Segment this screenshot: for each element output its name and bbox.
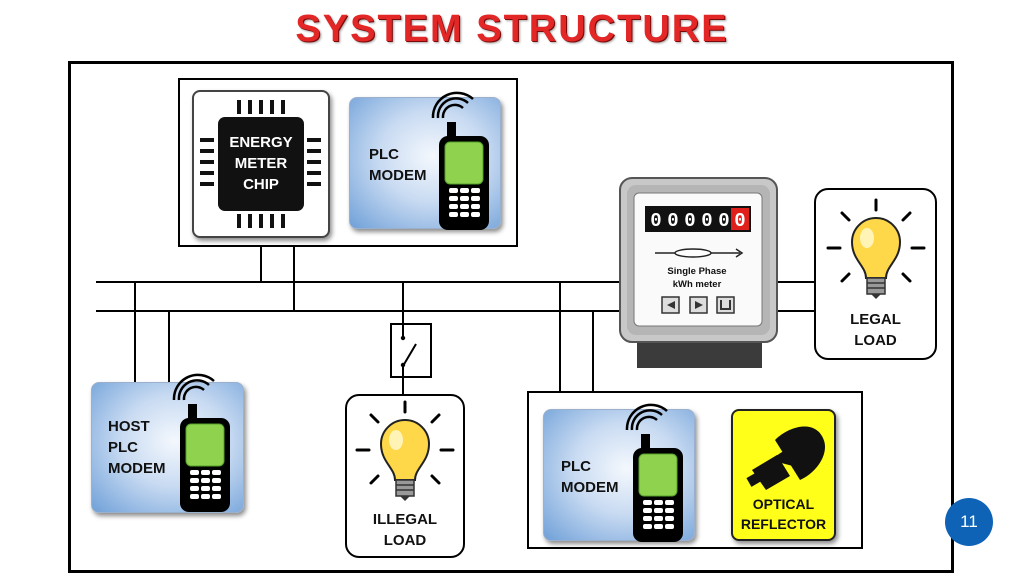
- svg-text:0: 0: [667, 210, 678, 232]
- svg-text:0: 0: [718, 210, 729, 232]
- svg-text:0: 0: [734, 210, 745, 232]
- reflector-icon: [746, 426, 826, 490]
- svg-text:0: 0: [650, 210, 661, 232]
- page-title: SYSTEM STRUCTURE: [295, 8, 729, 50]
- optical-reflector-box: [731, 409, 836, 541]
- phone-icon-top: [431, 91, 491, 232]
- kwh-meter-icon: [619, 177, 778, 368]
- phone-icon-bottom: [625, 403, 685, 544]
- svg-text:0: 0: [701, 210, 712, 232]
- bulb-icon-legal: [826, 198, 926, 301]
- svg-text:kWh meter: kWh meter: [673, 279, 722, 290]
- bulb-icon-illegal: [355, 400, 455, 503]
- switch-symbol: [390, 323, 432, 378]
- meter-caption: Single Phase kWh meter: [667, 266, 726, 290]
- svg-text:0: 0: [684, 210, 695, 232]
- page-number-badge: 11: [945, 498, 993, 546]
- meter-digits: 0 0 0 0 0 0: [650, 210, 745, 232]
- svg-text:Single Phase: Single Phase: [667, 266, 726, 277]
- phone-icon-host: [172, 373, 232, 514]
